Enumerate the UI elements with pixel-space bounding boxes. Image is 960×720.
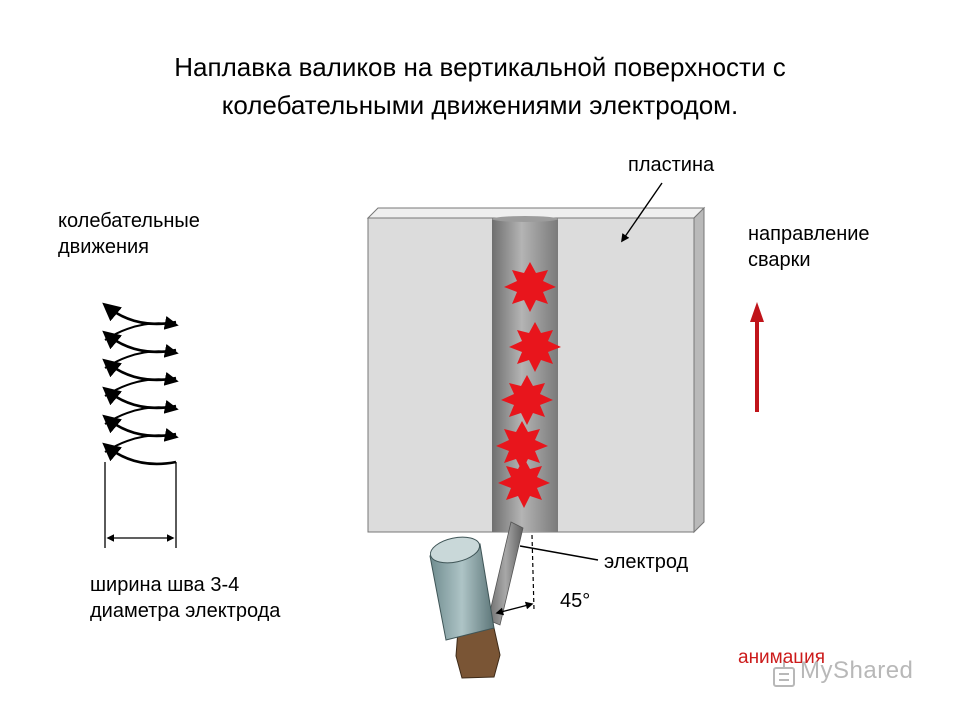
seam-width-dimension: [104, 462, 177, 548]
direction-label-line-1: направление: [748, 223, 870, 245]
oscillation-label: колебательные движения: [58, 208, 200, 260]
oscillation-arc: [104, 399, 179, 425]
seam-width-label-line-1: ширина шва 3-4: [90, 574, 240, 596]
welding-direction-arrow: [750, 302, 764, 412]
direction-label: направление сварки: [748, 221, 870, 273]
watermark-text: MyShared: [800, 657, 914, 684]
oscillation-arc: [104, 315, 179, 341]
seam-width-label: ширина шва 3-4 диаметра электрода: [90, 572, 280, 624]
watermark-icon: [773, 660, 795, 687]
oscillation-arc: [102, 358, 177, 382]
spark-5: [498, 458, 550, 508]
electrode-label: электрод: [604, 551, 689, 573]
plate-pointer-line: [621, 182, 663, 243]
oscillation-arc: [104, 343, 179, 369]
oscillation-label-line-1: колебательные: [58, 210, 200, 232]
angle-marker: [495, 534, 535, 616]
weld-sparks: [496, 262, 561, 508]
electrode-holder: [429, 536, 501, 679]
spark-4: [496, 421, 548, 471]
spark-2: [509, 322, 561, 372]
oscillation-label-line-2: движения: [58, 236, 150, 258]
oscillation-arc: [104, 427, 179, 453]
animation-link[interactable]: анимация: [738, 647, 826, 668]
page-title: Наплавка валиков на вертикальной поверхн…: [60, 48, 900, 124]
angle-label: 45°: [560, 590, 591, 612]
direction-label-line-2: сварки: [748, 249, 811, 271]
seam-width-label-line-2: диаметра электрода: [90, 600, 281, 622]
oscillation-arc: [102, 386, 177, 410]
spark-3: [501, 375, 553, 425]
oscillation-arcs: [102, 302, 179, 466]
title-line-2: колебательными движениями электродом.: [221, 90, 739, 120]
oscillation-arc: [102, 330, 177, 354]
oscillation-arc: [102, 414, 177, 438]
oscillation-arc: [102, 302, 177, 326]
oscillation-arc: [102, 442, 177, 466]
electrode-pointer-line: [519, 545, 599, 561]
electrode-rod: [487, 521, 524, 626]
spark-1: [504, 262, 556, 312]
title-line-1: Наплавка валиков на вертикальной поверхн…: [174, 52, 786, 82]
oscillation-arc: [104, 371, 179, 397]
plate-label: пластина: [628, 154, 715, 176]
